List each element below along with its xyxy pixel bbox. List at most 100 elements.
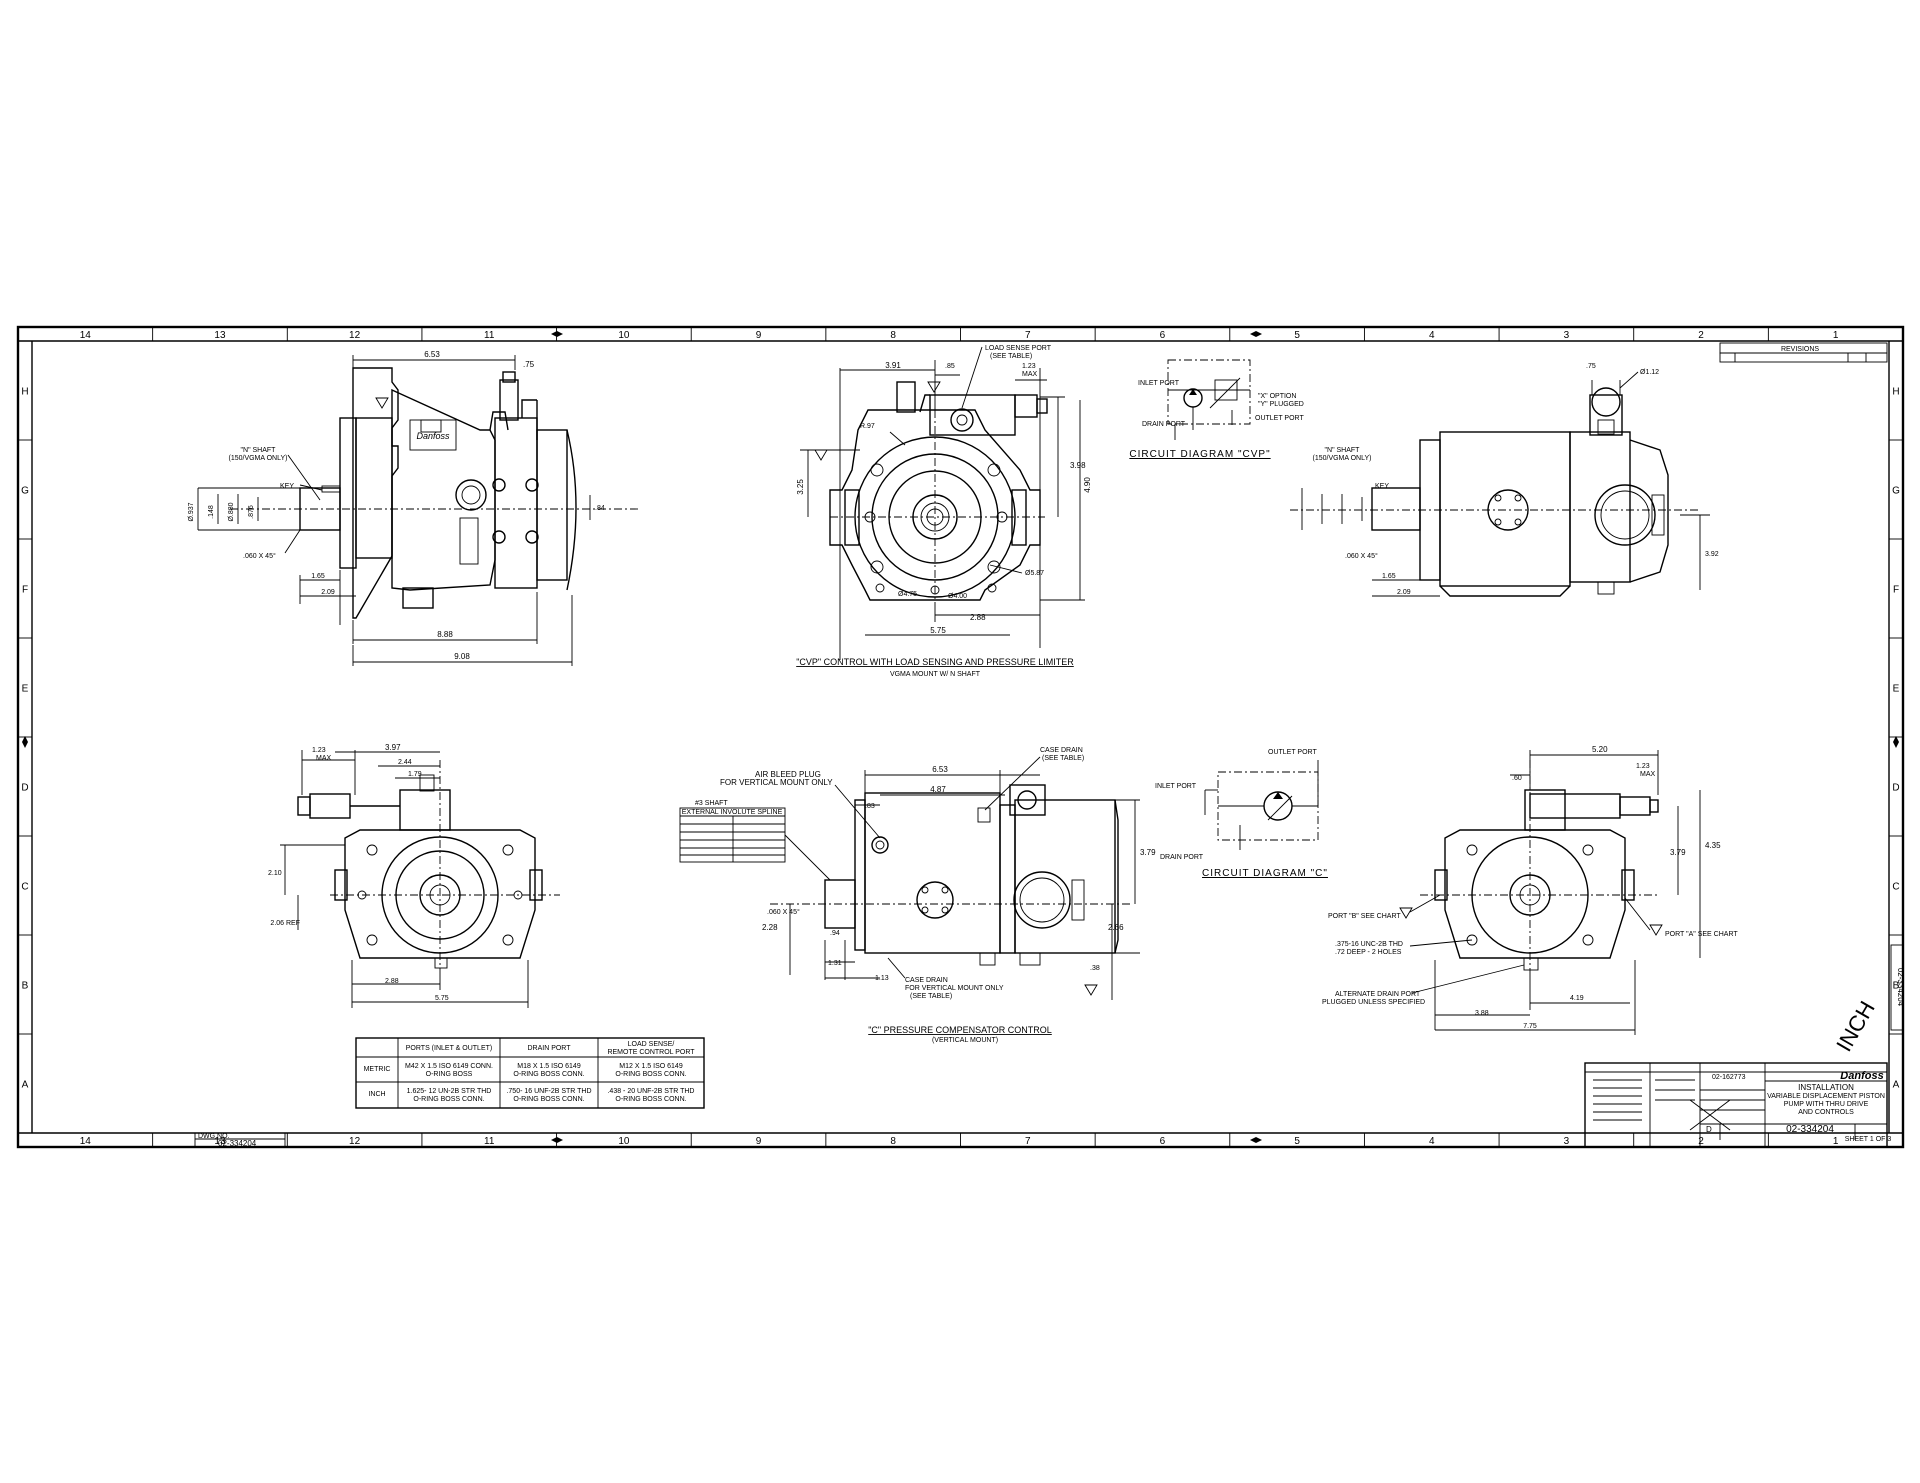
zone-row-right-D: D (1892, 783, 1899, 794)
dim-d2: 2.09 (321, 589, 335, 596)
port-b-label: PORT "B" SEE CHART (1328, 913, 1401, 920)
c-dim-h1: 3.79 (1140, 848, 1156, 857)
zone-col-bottom-8: 8 (890, 1136, 896, 1147)
c-dim-top2: 4.87 (930, 785, 946, 794)
dim-top-right: .75 (523, 360, 535, 369)
right-dim-top: .75 (1586, 363, 1596, 370)
drawing-border (16, 325, 1905, 1149)
rear-dim-h2: 2.06 REF (270, 920, 300, 927)
title-line3: PUMP WITH THRU DRIVE (1784, 1101, 1869, 1108)
spline-label: EXTERNAL INVOLUTE SPLINE (682, 809, 783, 816)
c-dim-h3: 2.66 (1108, 923, 1124, 932)
cvp-dim-d3: 1.23 (1022, 363, 1036, 370)
rr-dim-w1: 4.19 (1570, 995, 1584, 1002)
right-dim-dia: Ø1.12 (1640, 369, 1659, 376)
dim-d4: 9.08 (454, 652, 470, 661)
rear-dim-h1: 2.10 (268, 870, 282, 877)
zone-col-bottom-9: 9 (756, 1136, 762, 1147)
cvp-inlet-label: INLET PORT (1138, 380, 1180, 387)
c-outlet-label: OUTLET PORT (1268, 749, 1317, 756)
cvp-dim-d1: 3.91 (885, 361, 901, 370)
c-dim-w2: 1.31 (828, 960, 842, 967)
thread-label-2: .72 DEEP - 2 HOLES (1335, 949, 1402, 956)
title-line2: VARIABLE DISPLACEMENT PISTON (1767, 1093, 1885, 1100)
zone-col-bottom-5: 5 (1294, 1136, 1300, 1147)
c-subcaption: (VERTICAL MOUNT) (932, 1037, 998, 1044)
cvp-circuit-caption: CIRCUIT DIAGRAM "CVP" (1129, 449, 1270, 460)
c-dim-w4: .38 (1090, 965, 1100, 972)
rr-dim-h2: 4.35 (1705, 841, 1721, 850)
cvp-option1: "X" OPTION (1258, 393, 1296, 400)
zone-col-bottom-2: 2 (1698, 1136, 1704, 1147)
cvp-subcaption: VGMA MOUNT W/ N SHAFT (890, 671, 981, 678)
port-a-label: PORT "A" SEE CHART (1665, 931, 1738, 938)
c-drain-label: DRAIN PORT (1160, 854, 1204, 861)
c-dim-d1: .83 (865, 803, 875, 810)
rear-dim-w2: 5.75 (435, 995, 449, 1002)
zone-col-bottom-7: 7 (1025, 1136, 1031, 1147)
rr-dim-top: 5.20 (1592, 745, 1608, 754)
rear-dim-w1: 2.88 (385, 978, 399, 985)
size-letter: D (1706, 1125, 1712, 1134)
side-stamp: 02-334204 (1890, 944, 1905, 1031)
dim-top: 6.53 (424, 350, 440, 359)
zone-col-bottom-4: 4 (1429, 1136, 1435, 1147)
air-bleed-sub: FOR VERTICAL MOUNT ONLY (720, 778, 833, 787)
zone-col-top-3: 3 (1564, 330, 1570, 341)
load-sense-port-label: LOAD SENSE PORT (985, 345, 1052, 352)
case-drain2-sub: FOR VERTICAL MOUNT ONLY (905, 985, 1004, 992)
brand-logo: Danfoss (1840, 1070, 1883, 1082)
n-shaft-sub-2: (150/VGMA ONLY) (1312, 455, 1371, 462)
zone-row-right-E: E (1893, 684, 1900, 695)
zone-col-top-5: 5 (1294, 330, 1300, 341)
right-dim-d2: 2.09 (1397, 589, 1411, 596)
port-table-row-label: INCH (368, 1091, 385, 1098)
cvp-dim-dia2: Ø4.75 (898, 591, 917, 598)
rear-dim-d1b: MAX (316, 755, 332, 762)
port-table-header-2: DRAIN PORT (527, 1045, 571, 1052)
c-compensator-view: 6.53 4.87 .83 3.79 2.66 2.28 .94 1.31 1.… (679, 747, 1156, 1044)
rr-dim-w2: 3.88 (1475, 1010, 1489, 1017)
cvp-dim-d3b: MAX (1022, 371, 1038, 378)
cvp-dim-r: R.97 (860, 423, 875, 430)
zone-row-left-D: D (21, 783, 28, 794)
sheet-number: SHEET 1 OF 3 (1845, 1136, 1892, 1143)
zone-col-bottom-1: 1 (1833, 1136, 1839, 1147)
svg-text:Danfoss: Danfoss (416, 431, 450, 441)
cvp-dim-dia1: Ø5.87 (1025, 570, 1044, 577)
rear-right-view: 5.20 .60 1.23 MAX 3.79 4.35 4.19 3.88 7.… (1322, 745, 1738, 1035)
zone-col-top-1: 1 (1833, 330, 1839, 341)
c-dim-chamfer: .060 X 45° (767, 908, 800, 916)
circuit-diagram-cvp: INLET PORT DRAIN PORT OUTLET PORT "X" OP… (1129, 359, 1304, 460)
revisions-title: REVISIONS (1781, 346, 1819, 353)
cvp-caption: "CVP" CONTROL WITH LOAD SENSING AND PRES… (796, 657, 1074, 667)
zone-row-right-B: B (1893, 981, 1900, 992)
svg-text:Ø.937: Ø.937 (188, 502, 195, 521)
side-view-right: .75 Ø1.12 "N" SHAFT (150/VGMA ONLY) KEY … (1290, 363, 1719, 597)
case-drain2-label: CASE DRAIN (905, 977, 948, 984)
n-shaft-label-2: "N" SHAFT (1325, 447, 1361, 454)
zone-col-top-10: 10 (618, 330, 630, 341)
center-marks (22, 331, 1899, 1143)
zone-col-top-13: 13 (214, 330, 226, 341)
zone-col-top-6: 6 (1160, 330, 1166, 341)
key-label-2: KEY (1375, 483, 1389, 490)
zone-row-left-E: E (22, 684, 29, 695)
zone-col-bottom-14: 14 (80, 1136, 92, 1147)
title-block: Danfoss INSTALLATION VARIABLE DISPLACEME… (1584, 1062, 1892, 1148)
rear-dim-d2: 3.97 (385, 743, 401, 752)
cvp-dim-h1: 3.25 (796, 479, 805, 495)
cvp-dim-w2: 5.75 (930, 626, 946, 635)
revisions-block: REVISIONS (1719, 342, 1888, 363)
c-caption: "C" PRESSURE COMPENSATOR CONTROL (868, 1025, 1052, 1035)
corner-dwg-no: 02-334204 (218, 1139, 257, 1148)
port-table-ports-cell: M42 X 1.5 ISO 6149 CONN.O-RING BOSS (405, 1063, 493, 1078)
cvp-dim-h3: 4.90 (1083, 477, 1092, 493)
dim-d1: 1.65 (311, 573, 325, 580)
right-dim-h: 3.92 (1705, 551, 1719, 558)
case-drain-label: CASE DRAIN (1040, 747, 1083, 754)
corner-stamp: DWG NO. 02-334204 (194, 1132, 286, 1148)
